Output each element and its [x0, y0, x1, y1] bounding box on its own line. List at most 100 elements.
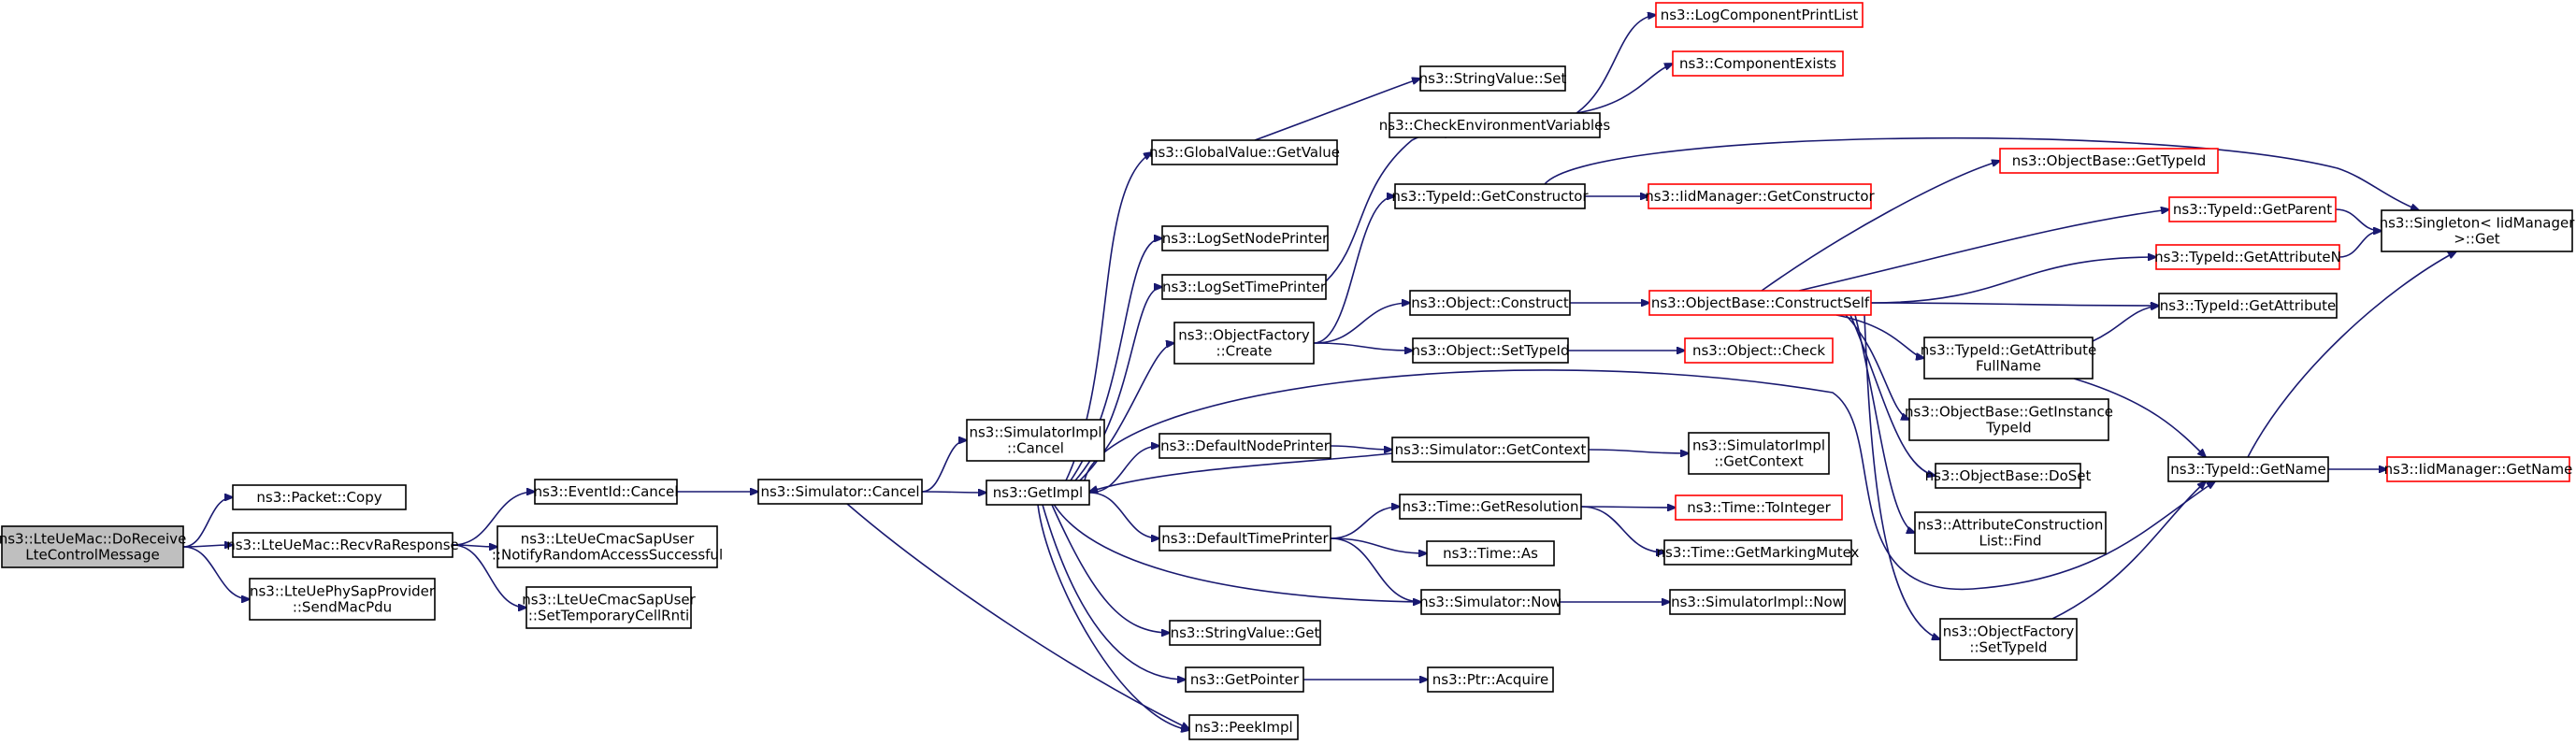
- node-sv_set[interactable]: ns3::StringValue::Set: [1419, 65, 1567, 92]
- node-iid_getname[interactable]: ns3::IidManager::GetName: [2384, 456, 2573, 482]
- node-box: [1188, 714, 1299, 740]
- node-box: [1935, 463, 2081, 489]
- node-label: ns3::LogComponentPrintList: [1661, 7, 1859, 23]
- node-label: ns3::ComponentExists: [1679, 55, 1836, 72]
- node-label: ns3::IidManager::GetConstructor: [1645, 188, 1875, 205]
- node-iid_getctor[interactable]: ns3::IidManager::GetConstructor: [1645, 183, 1876, 209]
- node-notify_ra[interactable]: ns3::LteUeCmacSapUser::NotifyRandomAcces…: [492, 525, 723, 568]
- node-box: [1426, 540, 1555, 566]
- node-def_time[interactable]: ns3::DefaultTimePrinter: [1158, 525, 1331, 552]
- node-label: ns3::EventId::Cancel: [534, 483, 679, 500]
- node-ob_gettypeid[interactable]: ns3::ObjectBase::GetTypeId: [1999, 148, 2219, 174]
- node-label: ns3::ObjectFactory: [1943, 623, 2075, 640]
- node-box: [1427, 666, 1554, 693]
- node-sim_getctx[interactable]: ns3::Simulator::GetContext: [1391, 437, 1590, 463]
- edge-ob_construct_self-to-acl_find: [1854, 314, 1915, 533]
- node-getpointer[interactable]: ns3::GetPointer: [1185, 666, 1304, 693]
- node-root[interactable]: ns3::LteUeMac::DoReceiveLteControlMessag…: [0, 525, 186, 568]
- node-gv_getvalue[interactable]: ns3::GlobalValue::GetValue: [1149, 139, 1340, 165]
- node-label: ns3::Object::Construct: [1411, 294, 1569, 311]
- node-packet_copy[interactable]: ns3::Packet::Copy: [232, 484, 407, 510]
- node-label: ns3::TypeId::GetName: [2170, 461, 2325, 478]
- node-time_tointeger[interactable]: ns3::Time::ToInteger: [1675, 494, 1843, 521]
- node-box: [232, 532, 453, 558]
- node-box: [232, 484, 407, 510]
- node-phy_send[interactable]: ns3::LteUePhySapProvider::SendMacPdu: [249, 578, 436, 621]
- node-label: ns3::LteUeCmacSapUser: [521, 531, 695, 548]
- node-sim_now[interactable]: ns3::Simulator::Now: [1419, 589, 1561, 615]
- edge-ob_construct_self-to-tid_getattrn: [1870, 257, 2156, 304]
- edge-of_create-to-tid_getctor: [1313, 196, 1395, 344]
- node-tid_getattrn[interactable]: ns3::TypeId::GetAttributeN: [2154, 244, 2341, 270]
- node-ob_doset[interactable]: ns3::ObjectBase::DoSet: [1925, 463, 2092, 489]
- node-ptr_acquire[interactable]: ns3::Ptr::Acquire: [1427, 666, 1554, 693]
- node-obj_construct[interactable]: ns3::Object::Construct: [1409, 290, 1571, 316]
- node-label: ::SetTemporaryCellRnti: [528, 608, 689, 624]
- node-singleton_get[interactable]: ns3::Singleton< IidManager >::Get: [2380, 209, 2576, 252]
- node-box: [1688, 432, 1830, 475]
- node-box: [249, 578, 436, 621]
- node-box: [2168, 196, 2337, 222]
- node-getimpl[interactable]: ns3::GetImpl: [986, 480, 1090, 506]
- node-label: ::SetTypeId: [1969, 639, 2047, 656]
- node-log_print[interactable]: ns3::LogComponentPrintList: [1655, 2, 1864, 28]
- node-log_node[interactable]: ns3::LogSetNodePrinter: [1161, 225, 1329, 251]
- node-set_temp[interactable]: ns3::LteUeCmacSapUser::SetTemporaryCellR…: [522, 586, 697, 629]
- node-label: ::NotifyRandomAccessSuccessful: [492, 547, 723, 564]
- node-time_as[interactable]: ns3::Time::As: [1426, 540, 1555, 566]
- node-label: >::Get: [2454, 231, 2500, 248]
- node-sim_cancel[interactable]: ns3::Simulator::Cancel: [757, 479, 923, 505]
- node-box: [525, 586, 692, 629]
- node-log_time[interactable]: ns3::LogSetTimePrinter: [1161, 274, 1327, 300]
- edge-sim_now-to-getimpl: [1047, 492, 1422, 603]
- node-tid_getparent[interactable]: ns3::TypeId::GetParent: [2168, 196, 2337, 222]
- node-box: [986, 480, 1090, 506]
- node-recv_ra[interactable]: ns3::LteUeMac::RecvRaResponse: [226, 532, 459, 558]
- node-box: [1151, 139, 1338, 165]
- edge-tid_getattrfull-to-tid_getattr: [2092, 306, 2159, 342]
- node-tid_getattr[interactable]: ns3::TypeId::GetAttribute: [2158, 293, 2338, 319]
- node-box: [1908, 398, 2109, 441]
- node-box: [1675, 494, 1843, 521]
- node-box: [1161, 225, 1329, 251]
- node-time_mutex[interactable]: ns3::Time::GetMarkingMutex: [1657, 539, 1860, 566]
- node-check_env[interactable]: ns3::CheckEnvironmentVariables: [1379, 112, 1611, 138]
- node-label: ns3::SimulatorImpl: [1692, 437, 1825, 454]
- node-label: ns3::Time::As: [1443, 545, 1538, 562]
- edge-ob_construct_self-to-tid_getattrfull: [1835, 314, 1924, 358]
- node-simimpl_getctx[interactable]: ns3::SimulatorImpl::GetContext: [1688, 432, 1830, 475]
- node-box: [1419, 65, 1566, 92]
- node-box: [1663, 539, 1852, 566]
- node-ob_construct_self[interactable]: ns3::ObjectBase::ConstructSelf: [1648, 290, 1872, 316]
- edge-getimpl-to-def_node: [1088, 446, 1159, 494]
- node-of_create[interactable]: ns3::ObjectFactory::Create: [1173, 322, 1315, 365]
- node-comp_exists[interactable]: ns3::ComponentExists: [1672, 50, 1844, 77]
- node-label: ns3::Packet::Copy: [256, 489, 381, 506]
- node-label: ns3::ObjectBase::GetInstance: [1905, 404, 2113, 421]
- node-def_node[interactable]: ns3::DefaultNodePrinter: [1158, 433, 1331, 459]
- node-eventid_cancel[interactable]: ns3::EventId::Cancel: [534, 479, 679, 505]
- node-simimpl_now[interactable]: ns3::SimulatorImpl::Now: [1669, 589, 1846, 615]
- node-box: [1409, 290, 1571, 316]
- node-time_getres[interactable]: ns3::Time::GetResolution: [1399, 494, 1582, 520]
- node-peekimpl[interactable]: ns3::PeekImpl: [1188, 714, 1299, 740]
- node-box: [966, 419, 1105, 462]
- node-sv_get[interactable]: ns3::StringValue::Get: [1169, 620, 1321, 646]
- node-box: [1185, 666, 1304, 693]
- node-box: [2158, 293, 2338, 319]
- node-box: [1655, 2, 1864, 28]
- node-box: [1412, 337, 1569, 364]
- edge-root-to-phy_send: [182, 546, 250, 599]
- node-tid_getctor[interactable]: ns3::TypeId::GetConstructor: [1391, 183, 1589, 209]
- node-label: ns3::TypeId::GetParent: [2173, 201, 2332, 218]
- node-simimpl_cancel[interactable]: ns3::SimulatorImpl::Cancel: [966, 419, 1105, 462]
- node-tid_getname[interactable]: ns3::TypeId::GetName: [2167, 456, 2329, 482]
- node-of_settypeid[interactable]: ns3::ObjectFactory::SetTypeId: [1939, 618, 2078, 661]
- node-obj_settypeid[interactable]: ns3::Object::SetTypeId: [1412, 337, 1570, 364]
- node-obj_check[interactable]: ns3::Object::Check: [1684, 337, 1834, 364]
- node-label: ns3::Ptr::Acquire: [1432, 671, 1548, 688]
